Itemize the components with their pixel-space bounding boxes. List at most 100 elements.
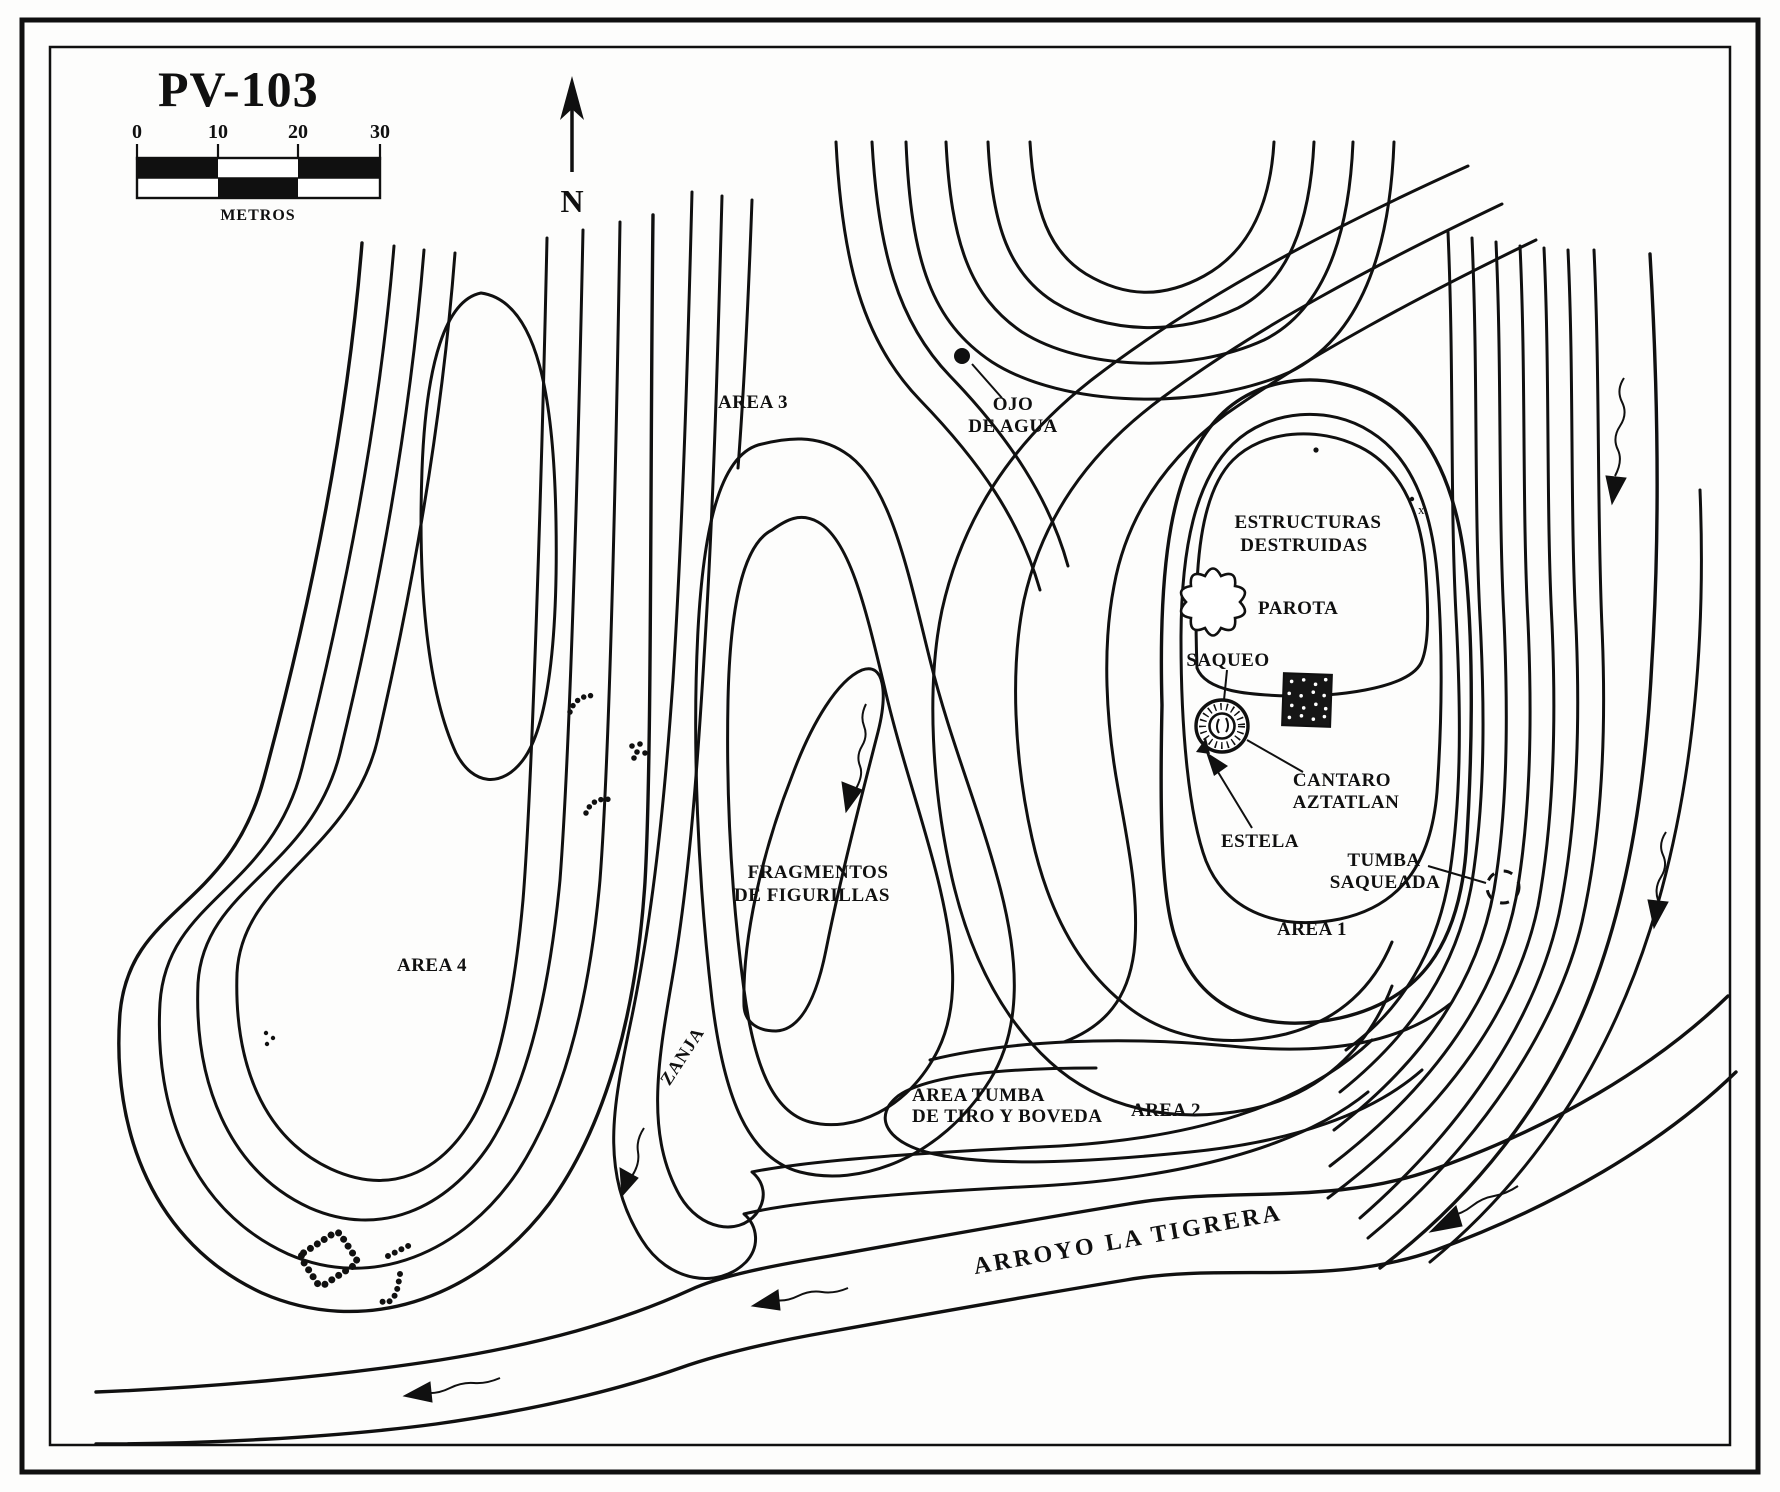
ojo-leader-line (971, 363, 1003, 399)
contour-line (1428, 488, 1703, 1264)
flow-arrow-wavy (773, 1287, 849, 1302)
scale-tick-10: 10 (208, 121, 228, 143)
label-area2: AREA 2 (1131, 1100, 1201, 1121)
point-features: x (263, 348, 1521, 1306)
outer-frame (19, 17, 1761, 1475)
contour-line (1358, 248, 1580, 1220)
label-cantaro-line1: CANTARO (1293, 770, 1391, 791)
scale-bar-segments (135, 156, 382, 200)
stone-alignment (378, 1271, 403, 1306)
contour-line (1326, 246, 1556, 1200)
scale-unit-label: METROS (220, 207, 295, 224)
label-estructuras-line2: DESTRUIDAS (1240, 535, 1367, 556)
stone-alignment (385, 1240, 417, 1259)
contour-line (694, 437, 1016, 1178)
contour-line (117, 213, 655, 1314)
label-tumba-line1: TUMBA (1347, 850, 1420, 871)
saqueo-pit-inner-circle (1208, 712, 1236, 740)
contour-line (1344, 230, 1461, 1052)
label-area-tumba-line2: DE TIRO Y BOVEDA (912, 1106, 1102, 1127)
contour-line (742, 667, 885, 1033)
contour-line (1328, 244, 1532, 1168)
scale-bar: 0 10 20 30 METROS (132, 121, 390, 224)
stone-alignment (583, 796, 615, 816)
flow-arrow-wavy (1614, 377, 1626, 477)
label-saqueo: SAQUEO (1186, 650, 1269, 671)
contour-line (904, 140, 1396, 401)
label-estructuras-line1: ESTRUCTURAS (1235, 512, 1382, 533)
x-mark: x (1418, 502, 1425, 517)
contour-line (157, 220, 622, 1270)
contour-line (944, 140, 1355, 365)
label-area3: AREA 3 (718, 392, 788, 413)
small-dot (1313, 447, 1319, 453)
contour-line (931, 164, 1470, 1117)
estela-leader-line (1217, 771, 1253, 829)
flow-arrow-wavy (853, 703, 867, 793)
flow-arrow-wavy (1655, 831, 1667, 901)
scale-tick-0: 0 (132, 121, 142, 143)
contour-line (726, 516, 955, 1127)
flow-arrow-wavy (425, 1377, 501, 1395)
contour-line (196, 228, 585, 1222)
contour-line (736, 198, 754, 470)
flow-arrowhead (619, 1167, 639, 1198)
flow-arrowhead (841, 781, 863, 814)
flow-arrowhead (750, 1289, 781, 1311)
contour-lines (94, 140, 1738, 1446)
label-fragmentos-line2: DE FIGURILLAS (734, 885, 890, 906)
contour-line (1332, 240, 1508, 1132)
title-block: PV-103 (158, 61, 319, 117)
contour-line (1179, 412, 1443, 925)
spring-dot (954, 348, 970, 364)
contour-line (986, 140, 1316, 330)
scale-tick-30: 30 (370, 121, 390, 143)
label-fragmentos-line1: FRAGMENTOS (748, 862, 889, 883)
contour-line (235, 236, 549, 1182)
structure-square-stipple (1287, 677, 1328, 722)
tumba-leader-line (1427, 865, 1487, 884)
label-area4: AREA 4 (397, 955, 467, 976)
stone-structure-outline (297, 1228, 361, 1290)
flow-arrow-wavy (631, 1127, 645, 1177)
saqueo-pit-stipple-ring (1199, 703, 1245, 749)
contour-line (419, 291, 558, 781)
flow-arrows (402, 377, 1669, 1403)
north-label: N (560, 183, 583, 219)
cantaro-vessel-glyph (1216, 717, 1229, 734)
label-area1: AREA 1 (1277, 919, 1347, 940)
scale-tick-20: 20 (288, 121, 308, 143)
structure-square-fill (1281, 672, 1333, 728)
label-area-tumba-line1: AREA TUMBA (912, 1085, 1045, 1106)
estela-marker (1196, 738, 1210, 754)
map-title: PV-103 (158, 61, 319, 117)
flow-arrowhead (1647, 899, 1669, 930)
contour-line (1338, 236, 1485, 1094)
contour-line (883, 1066, 1424, 1164)
flow-arrowhead (402, 1381, 433, 1403)
tumba-dashed-circle (1485, 869, 1521, 905)
label-ojo-line1: OJO (993, 394, 1034, 415)
label-parota: PAROTA (1258, 598, 1338, 619)
flow-arrowhead (1605, 475, 1627, 506)
contour-line (928, 1002, 1452, 1062)
contour-line (1366, 248, 1606, 1240)
artifact-cluster (263, 1030, 276, 1047)
contour-line (1062, 238, 1538, 1044)
label-estela: ESTELA (1221, 831, 1299, 852)
label-ojo-line2: DE AGUA (968, 416, 1058, 437)
contour-line (1159, 378, 1473, 1025)
parota-tree-icon (1179, 567, 1247, 637)
stream-bank-south (94, 1070, 1738, 1446)
inner-frame (48, 45, 1732, 1447)
north-arrow-icon (560, 76, 584, 120)
stippled-structure-square (1281, 672, 1333, 728)
artifact-cluster (629, 741, 648, 761)
saqueo-leader-line (1223, 669, 1228, 701)
contour-line (612, 190, 1370, 1280)
north-indicator: N (560, 76, 584, 219)
contour-line (870, 140, 1070, 568)
small-dot (1409, 496, 1415, 502)
contour-line (1014, 202, 1504, 1042)
